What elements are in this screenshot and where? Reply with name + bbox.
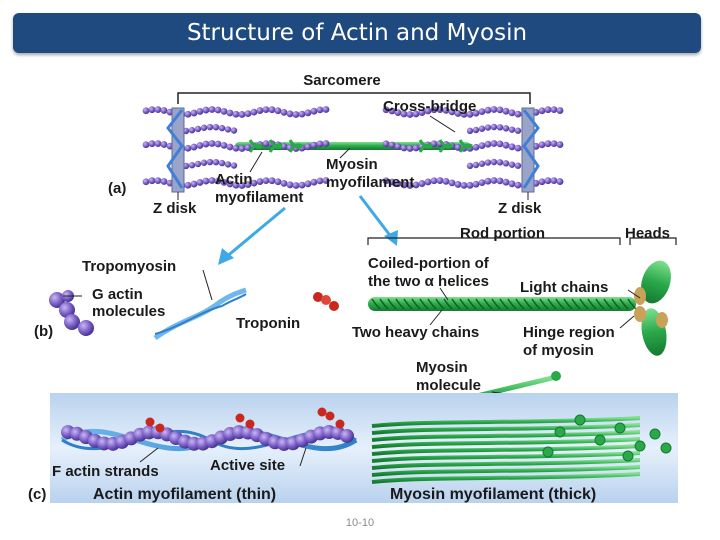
g-actin-label-1: G actin (92, 286, 143, 303)
cross-bridge-heads (248, 139, 473, 153)
sarcomere-panel: Sarcomere Cross-bridge (a) Actin myofila… (108, 72, 564, 217)
slide-title: Structure of Actin and Myosin (186, 20, 528, 46)
myosin-myofilament-label-2: myofilament (326, 174, 414, 191)
sarcomere-label: Sarcomere (303, 72, 381, 89)
myosin-molecule-label-1: Myosin (416, 359, 468, 376)
heads-label: Heads (625, 225, 670, 242)
thick-filament-bundle (371, 414, 672, 484)
cross-bridge-label: Cross-bridge (383, 98, 476, 115)
z-disk-left-label: Z disk (153, 200, 197, 217)
myosin-thick-label: Myosin myofilament (thick) (390, 486, 596, 503)
title-bar: Structure of Actin and Myosin (13, 13, 701, 53)
panel-b-label: (b) (34, 323, 53, 340)
coiled-label-2: the two α helices (368, 273, 489, 290)
myosin-myofilament-label-1: Myosin (326, 156, 378, 173)
z-disk-right-label: Z disk (498, 200, 542, 217)
actin-myofilament-label-2: myofilament (215, 189, 303, 206)
light-chains-label: Light chains (520, 279, 608, 296)
myosin-heads (634, 260, 671, 356)
active-site-label: Active site (210, 457, 285, 474)
tropomyosin-label: Tropomyosin (82, 258, 176, 275)
panel-c-label: (c) (28, 486, 46, 503)
actin-myofilament-label-1: Actin (215, 171, 253, 188)
f-actin-strands-label: F actin strands (52, 463, 159, 480)
z-disk-left-shape (166, 107, 185, 193)
thin-filament (60, 407, 358, 452)
rod-coils (371, 298, 637, 310)
sarcomere-bracket (177, 92, 531, 104)
panel-c: F actin strands Active site (c) Actin my… (28, 393, 678, 503)
z-disk-right-shape (521, 107, 540, 193)
myosin-molecule-label-2: molecule (416, 377, 481, 394)
g-actin-label-2: molecules (92, 303, 165, 320)
slide-footer: 10-10 (345, 517, 375, 529)
coiled-label-1: Coiled-portion of (368, 255, 490, 272)
hinge-label-2: of myosin (523, 342, 594, 359)
two-heavy-chains-label: Two heavy chains (352, 324, 479, 341)
panel-a-label: (a) (108, 180, 126, 197)
hinge-label-1: Hinge region (523, 324, 615, 341)
actin-thin-label: Actin myofilament (thin) (93, 486, 276, 503)
troponin-label: Troponin (236, 315, 300, 332)
troponin-shape (313, 292, 339, 311)
myosin-detail: Rod portion Heads Coiled-portion of the … (352, 225, 677, 359)
g-actin-molecules (49, 290, 94, 336)
panel-b: Tropomyosin G actin molecules (b) Tropon… (34, 258, 339, 341)
rod-portion-label: Rod portion (460, 225, 545, 242)
